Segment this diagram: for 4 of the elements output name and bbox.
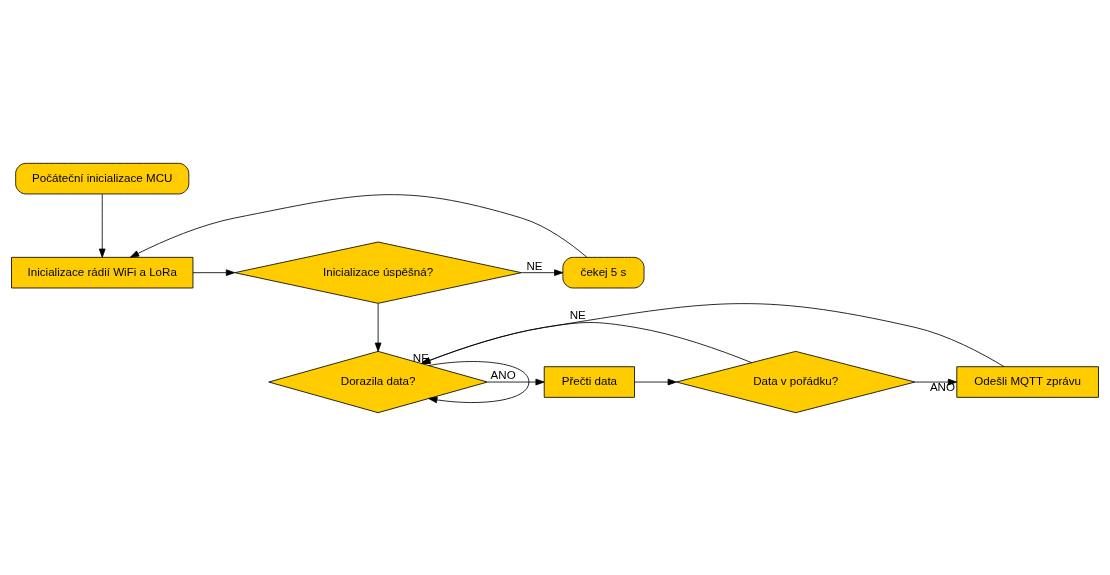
edge-label: NE [569, 308, 586, 321]
edge-label: NE [526, 259, 543, 272]
edge-label: ANO [929, 380, 955, 393]
edge-label: ANO [490, 368, 516, 381]
